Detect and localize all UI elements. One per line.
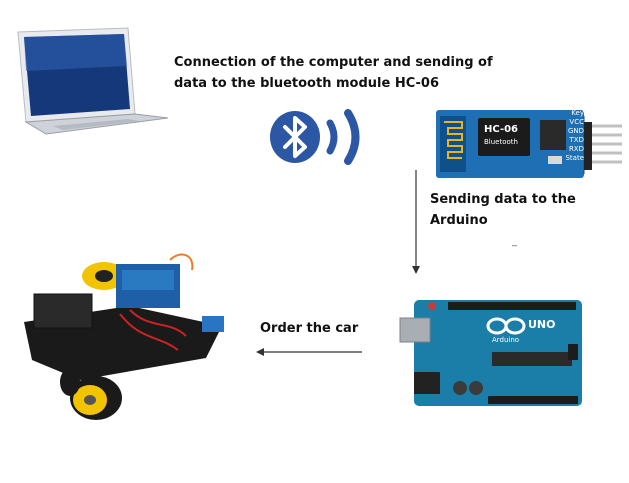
hc06-module: HC-06 Bluetooth Key VCC GND TXD RXD Stat…	[434, 108, 624, 180]
hc06-pin-labels: Key VCC GND TXD RXD State	[558, 109, 584, 163]
hc06-pin-key: Key	[571, 109, 584, 117]
bluetooth-icon	[268, 108, 372, 166]
arduino-brand: Arduino	[492, 336, 520, 344]
computer-connection-line-1: Connection of the computer and sending o…	[174, 55, 493, 70]
hc06-chip-label: HC-06	[484, 124, 519, 135]
arrow-left	[256, 346, 362, 358]
hc06-pin-state: State	[565, 154, 584, 162]
hc06-pin-vcc: VCC	[569, 118, 584, 126]
computer-connection-label: Connection of the computer and sending o…	[174, 52, 493, 94]
computer-connection-line-2: data to the bluetooth module HC-06	[174, 76, 440, 91]
sending-data-label: Sending data to the Arduino	[430, 189, 576, 231]
arduino-logo-text: UNO	[528, 318, 556, 331]
arrow-down	[408, 170, 424, 276]
sending-data-line-1: Sending data to the	[430, 192, 576, 207]
order-car-label: Order the car	[260, 321, 359, 336]
hc06-pin-gnd: GND	[567, 127, 584, 135]
hc06-chip-sublabel: Bluetooth	[484, 138, 518, 146]
sending-data-line-2: Arduino	[430, 213, 488, 228]
robot-car	[10, 240, 232, 422]
hc06-pin-txd: TXD	[569, 136, 584, 144]
arduino-board: UNO Arduino	[396, 296, 586, 410]
hc06-pin-rxd: RXD	[568, 145, 584, 153]
laptop-icon	[8, 26, 168, 136]
stray-mark: _	[512, 236, 517, 247]
